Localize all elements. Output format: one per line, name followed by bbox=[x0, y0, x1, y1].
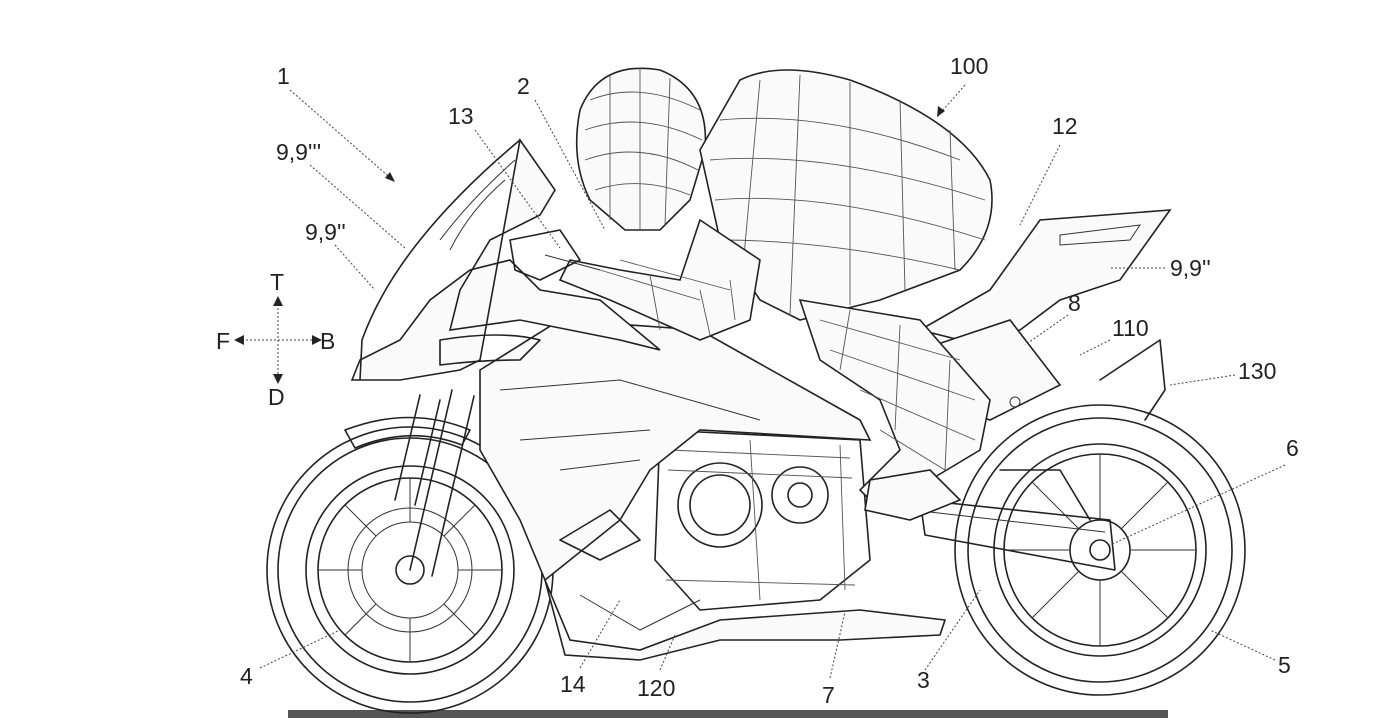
label-2: 2 bbox=[517, 73, 530, 99]
label-3: 3 bbox=[917, 667, 930, 693]
label-100: 100 bbox=[950, 53, 988, 79]
reference-numerals: 1 2 13 100 12 9,9''' 9,9'' 9,9'' 8 110 1… bbox=[240, 53, 1299, 708]
label-110: 110 bbox=[1112, 315, 1149, 341]
swingarm bbox=[919, 469, 1116, 571]
label-5: 5 bbox=[1278, 652, 1291, 678]
rider bbox=[558, 67, 993, 521]
main-fairing bbox=[479, 319, 872, 582]
direction-down-label: D bbox=[268, 384, 285, 410]
front-fork bbox=[344, 389, 475, 577]
direction-front-label: F bbox=[216, 328, 230, 354]
label-6: 6 bbox=[1286, 435, 1299, 461]
label-4: 4 bbox=[240, 663, 253, 689]
label-13: 13 bbox=[448, 103, 474, 129]
cockpit-details bbox=[509, 229, 601, 281]
leader-lines bbox=[259, 84, 1286, 679]
rear-wheel bbox=[954, 404, 1246, 696]
front-fairing bbox=[350, 137, 661, 381]
label-7: 7 bbox=[822, 682, 835, 708]
direction-compass: T D F B bbox=[216, 269, 335, 410]
direction-top-label: T bbox=[270, 269, 284, 295]
label-120: 120 bbox=[637, 675, 675, 701]
label-9-triple-prime: 9,9''' bbox=[276, 139, 321, 165]
label-130: 130 bbox=[1238, 358, 1276, 384]
arrowheads bbox=[385, 106, 945, 182]
label-1: 1 bbox=[277, 63, 290, 89]
label-8: 8 bbox=[1068, 290, 1081, 316]
label-12: 12 bbox=[1052, 113, 1078, 139]
lower-fairing bbox=[544, 579, 947, 661]
engine bbox=[654, 429, 871, 611]
label-9-double-prime-rear: 9,9'' bbox=[1170, 255, 1211, 281]
label-14: 14 bbox=[560, 671, 586, 697]
label-9-double-prime-front: 9,9'' bbox=[305, 219, 346, 245]
direction-back-label: B bbox=[320, 328, 335, 354]
ground-line bbox=[288, 710, 1168, 718]
